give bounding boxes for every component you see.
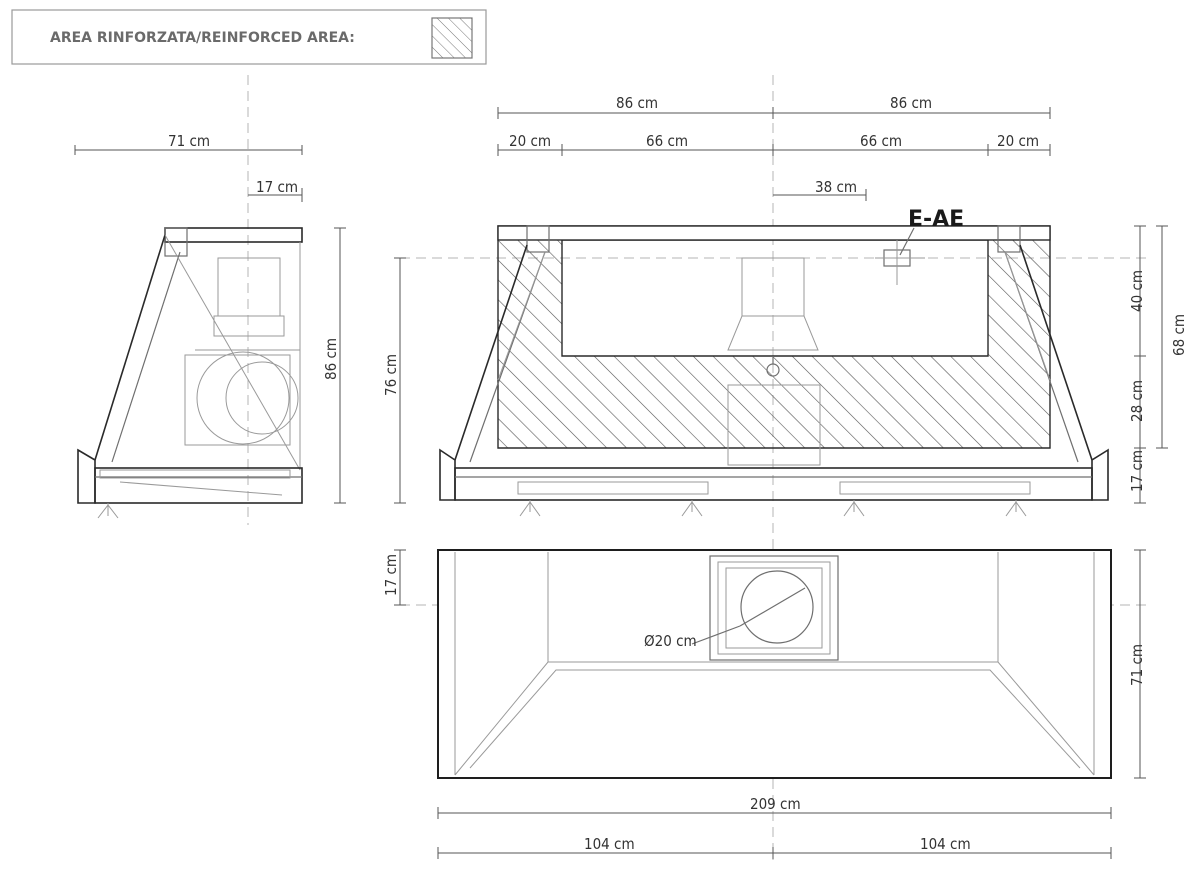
dim-front-offset: 38 cm bbox=[815, 178, 857, 196]
dim-right-mid: 28 cm bbox=[1128, 380, 1146, 422]
legend: AREA RINFORZATA/REINFORCED AREA: bbox=[11, 9, 487, 65]
dim-side-height: 86 cm bbox=[322, 338, 340, 380]
dim-front-right-half: 86 cm bbox=[890, 94, 932, 112]
side-view bbox=[77, 227, 303, 519]
dim-plan-right-half: 104 cm bbox=[920, 835, 971, 853]
legend-box bbox=[11, 9, 487, 65]
dim-plan-right: 71 cm bbox=[1128, 644, 1146, 686]
dim-side-width: 71 cm bbox=[168, 132, 210, 150]
dim-front-height: 76 cm bbox=[382, 354, 400, 396]
dim-front-left-mid: 66 cm bbox=[646, 132, 688, 150]
dim-plan-left: 17 cm bbox=[382, 554, 400, 596]
dim-right-total: 68 cm bbox=[1170, 314, 1188, 356]
side-dimensions: 71 cm 17 cm 86 cm bbox=[74, 132, 346, 504]
dim-side-top: 17 cm bbox=[256, 178, 298, 196]
dim-front-left-edge: 20 cm bbox=[509, 132, 551, 150]
dim-plan-left-half: 104 cm bbox=[584, 835, 635, 853]
plan-view: Ø20 cm bbox=[437, 549, 1112, 779]
dim-right-bottom: 17 cm bbox=[1128, 450, 1146, 492]
dim-front-right-mid: 66 cm bbox=[860, 132, 902, 150]
legend-label: AREA RINFORZATA/REINFORCED AREA: bbox=[50, 30, 355, 46]
reinforced-area bbox=[497, 225, 1051, 449]
dim-front-right-edge: 20 cm bbox=[997, 132, 1039, 150]
front-view: E-AE bbox=[439, 207, 1109, 517]
plan-dimensions: 17 cm 71 cm 209 cm 104 cm 104 cm bbox=[382, 549, 1146, 859]
marker-label: E-AE bbox=[908, 207, 964, 232]
dim-right-top: 40 cm bbox=[1128, 270, 1146, 312]
dim-front-left-half: 86 cm bbox=[616, 94, 658, 112]
hatch-swatch bbox=[431, 17, 473, 59]
diameter-label: Ø20 cm bbox=[644, 632, 697, 650]
front-dimensions: 86 cm 86 cm 20 cm 66 cm 66 cm 20 cm 38 c… bbox=[382, 94, 1188, 504]
dim-plan-total: 209 cm bbox=[750, 795, 801, 813]
